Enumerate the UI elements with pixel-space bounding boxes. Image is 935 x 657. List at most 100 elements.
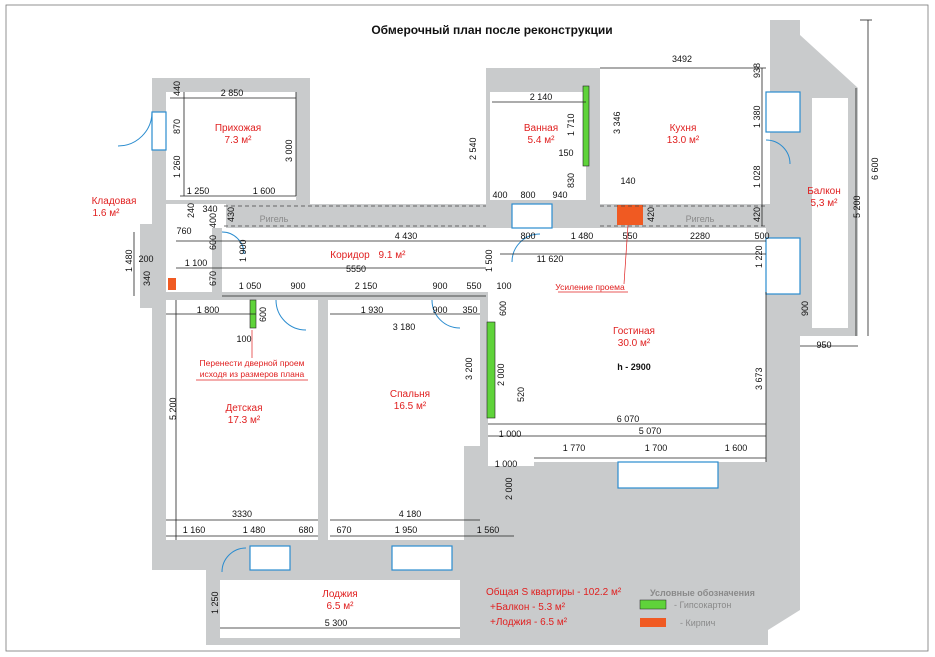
- room-area-bathroom: 5.4 м²: [528, 135, 556, 146]
- bathroom-floor: [490, 92, 586, 200]
- dimension-lines: [133, 19, 872, 629]
- room-name-living: Гостиная: [613, 326, 655, 337]
- dim-label: 1 930: [361, 305, 384, 315]
- dim-label: 2 000: [496, 363, 506, 386]
- room-area-balcony: 5,3 м²: [811, 198, 839, 209]
- note-leader-reinforcement: [623, 224, 629, 285]
- sheet-frame: [5, 4, 929, 652]
- dim-label: 430: [226, 207, 236, 222]
- window-balcony: [765, 237, 801, 295]
- dim-label: 150: [558, 148, 573, 158]
- legend-swatch-brick: [640, 618, 666, 627]
- window-kids: [249, 545, 291, 571]
- wall-storage: [212, 228, 222, 292]
- legend-swatch-drywall: [639, 599, 667, 610]
- dim-label: 1 600: [725, 443, 748, 453]
- dim-label: 1 100: [185, 258, 208, 268]
- dim-label: 1 800: [197, 305, 220, 315]
- door-balcony: [765, 139, 791, 165]
- living-floor: [488, 292, 766, 446]
- window-bedroom: [391, 545, 453, 571]
- dim-label: 830: [566, 173, 576, 188]
- dim-label: 1 770: [563, 443, 586, 453]
- dim-label: 350: [462, 305, 477, 315]
- legend-label-brick: - Кирпич: [680, 618, 716, 628]
- room-labels: Прихожая 7.3 м² Ванная 5.4 м² Кухня 13.0…: [92, 123, 841, 612]
- note-move-door-2: исходя из размеров плана: [200, 369, 305, 379]
- dim-label: 100: [236, 334, 251, 344]
- doors: [117, 111, 791, 573]
- door-entrance: [117, 111, 153, 147]
- dim-label: 900: [432, 305, 447, 315]
- dim-label: 680: [298, 525, 313, 535]
- dim-label: 1 050: [239, 281, 262, 291]
- dim-label: 2 000: [504, 477, 514, 500]
- dim-label: 950: [816, 340, 831, 350]
- dim-label: 3 000: [284, 139, 294, 162]
- dim-label: 1 160: [183, 525, 206, 535]
- dim-label: 1 600: [253, 186, 276, 196]
- dim-label: 1 250: [210, 591, 220, 614]
- door-kids: [275, 299, 307, 331]
- dim-label: 900: [800, 301, 810, 316]
- walls: [140, 20, 858, 645]
- room-area-living: 30.0 м²: [618, 338, 651, 349]
- room-area-loggia: 6.5 м²: [327, 601, 355, 612]
- plan-title: Обмерочный план после реконструкции: [371, 23, 612, 37]
- dim-label: 1 220: [754, 245, 764, 268]
- door-corridor: [511, 233, 541, 263]
- dim-label: 1 000: [499, 429, 522, 439]
- kitchen-floor: [598, 68, 766, 200]
- dimension-labels: 2 850 440 870 3 000 1 260 1 250 1 600 34…: [124, 54, 880, 628]
- room-name-kids: Детская: [225, 403, 262, 414]
- dim-label: 1 260: [172, 155, 182, 178]
- dim-label: 600: [258, 307, 268, 322]
- room-area-kids: 17.3 м²: [228, 415, 261, 426]
- dim-label: 1 560: [477, 525, 500, 535]
- dim-label: 5 300: [325, 618, 348, 628]
- wall-kids-bedroom: [318, 296, 328, 546]
- dim-label: 600: [208, 235, 218, 250]
- dim-label: 1 480: [243, 525, 266, 535]
- dim-label: 670: [208, 271, 218, 286]
- dim-label: 550: [622, 231, 637, 241]
- dim-label: 600: [498, 301, 508, 316]
- window-living: [617, 461, 719, 489]
- dim-label: 6 070: [617, 414, 640, 424]
- dim-label: 5 200: [168, 397, 178, 420]
- dim-label: 3492: [672, 54, 692, 64]
- summary-balcony: +Балкон - 5.3 м²: [490, 602, 566, 613]
- dim-label: 420: [646, 207, 656, 222]
- dim-label: 870: [172, 119, 182, 134]
- room-area-corridor: 9.1 м²: [379, 250, 407, 261]
- dim-label: 900: [432, 281, 447, 291]
- corridor-floor-left: [166, 204, 226, 228]
- brick-storage: [168, 278, 176, 290]
- legend-title: Условные обозначения: [650, 588, 755, 598]
- dim-label: 500: [754, 231, 769, 241]
- dim-label: 5 070: [639, 426, 662, 436]
- dim-label: 3 200: [464, 357, 474, 380]
- wall-step: [464, 446, 488, 466]
- wall-bath-kitchen: [596, 68, 600, 204]
- dim-label: 1 950: [395, 525, 418, 535]
- dim-label: 100: [496, 281, 511, 291]
- kids-room-floor: [166, 300, 318, 540]
- dim-label: 3330: [232, 509, 252, 519]
- dim-label: 140: [620, 176, 635, 186]
- ceiling-height: h - 2900: [617, 362, 651, 372]
- windows: [151, 91, 801, 571]
- dim-label: 3 673: [754, 367, 764, 390]
- dim-label: 1 700: [645, 443, 668, 453]
- dim-label: 1 480: [571, 231, 594, 241]
- dim-label: 4 430: [395, 231, 418, 241]
- hallway-floor: [166, 92, 296, 200]
- dim-label: 2 850: [221, 88, 244, 98]
- dim-label: 400: [492, 190, 507, 200]
- note-reinforcement: Усиление проема: [555, 282, 625, 292]
- dim-label: 340: [202, 204, 217, 214]
- room-name-loggia: Лоджия: [322, 589, 357, 600]
- brick-reinforcement: [617, 205, 643, 225]
- room-area-storage: 1.6 м²: [93, 208, 121, 219]
